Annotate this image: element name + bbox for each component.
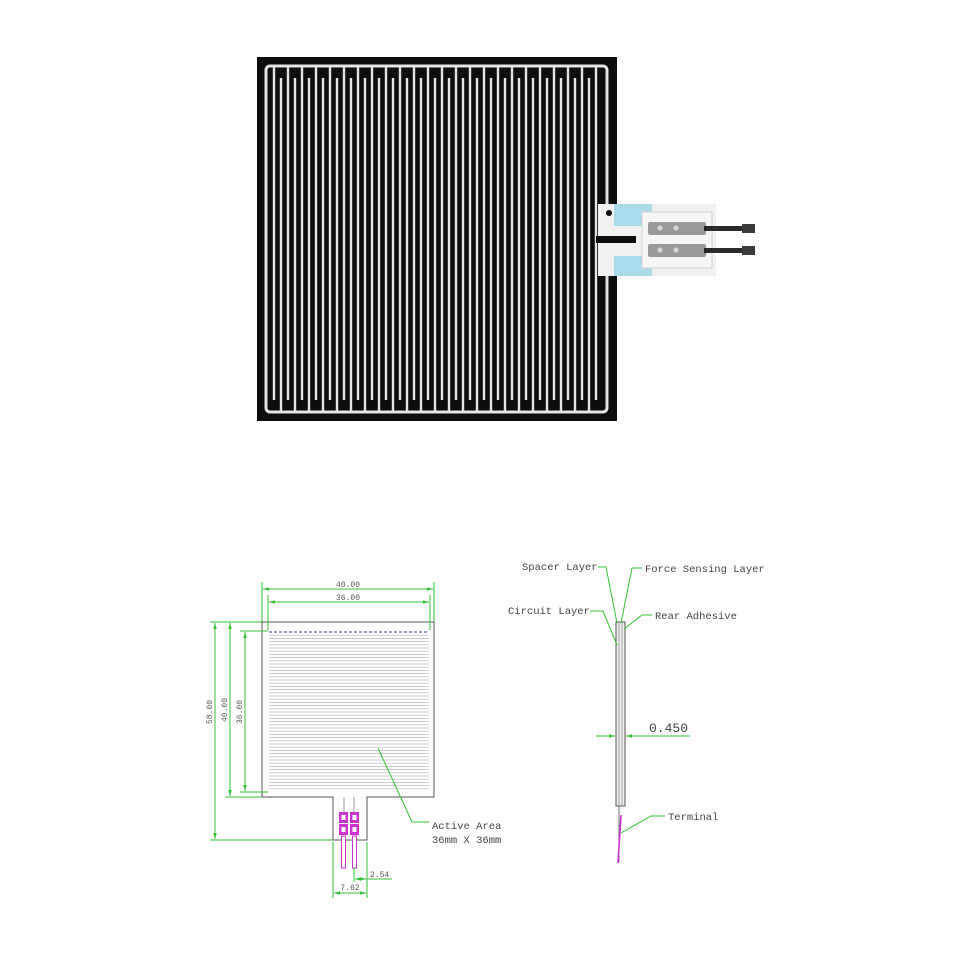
drawing-connectors [339, 812, 359, 869]
active-area-size: 36mm X 36mm [432, 835, 501, 847]
active-area-leader [377, 747, 429, 823]
dimension-height-outer: 40.00 [221, 623, 262, 798]
terminal-leader [620, 815, 665, 834]
dim-width-outer-label: 40.00 [336, 581, 360, 590]
layer-stack [615, 621, 626, 807]
dim-height-active-label: 36.00 [236, 700, 245, 724]
connector-housing [641, 211, 713, 269]
dim-height-total-label: 58.00 [206, 700, 215, 724]
rear-adhesive-label: Rear Adhesive [655, 611, 737, 623]
lead-tip-bottom [742, 246, 755, 255]
rear-adhesive-leader [623, 614, 652, 630]
dim-tail-width-label: 7.62 [340, 884, 359, 893]
dimension-tail-width: 7.62 [332, 842, 368, 898]
terminal-label: Terminal [668, 812, 718, 824]
force-layer-leader [620, 567, 642, 624]
lead-pin-bottom [704, 248, 754, 253]
dimension-width-outer: 40.00 [261, 581, 435, 622]
drawing-pin [352, 835, 357, 869]
sensor-body [257, 57, 617, 421]
connector-window [352, 827, 357, 832]
dimension-thickness: 0.450 [596, 721, 690, 738]
dim-pin-pitch-label: 2.54 [370, 871, 389, 880]
tail-hole [606, 210, 612, 216]
lead-tip-top [742, 224, 755, 233]
active-area-label: Active Area [432, 821, 501, 833]
thickness-label: 0.450 [649, 721, 688, 736]
circuit-layer-leader [590, 610, 618, 646]
crimp-dot [673, 225, 679, 231]
sensor-outline [261, 621, 435, 841]
spacer-layer-label: Spacer Layer [522, 562, 598, 574]
top-view-drawing: 40.00 36.00 58.00 40.00 36.00 [206, 581, 501, 898]
dim-width-active-label: 36.00 [336, 594, 360, 603]
force-layer-label: Force Sensing Layer [645, 564, 765, 576]
sensor-photo [257, 57, 755, 421]
circuit-layer-label: Circuit Layer [508, 606, 590, 618]
dimension-pin-pitch: 2.54 [353, 868, 392, 882]
spacer-layer-leader [598, 566, 618, 624]
active-area-hatch [269, 631, 429, 790]
side-view-drawing: Spacer Layer Force Sensing Layer Circuit… [508, 562, 765, 864]
tail-trace-gap [596, 236, 636, 243]
terminal-pin [617, 814, 622, 864]
connector-window [341, 815, 346, 820]
dimension-width-active: 36.00 [267, 594, 431, 630]
sensor-tail [596, 204, 755, 276]
connector-window [341, 827, 346, 832]
interdigitated-fingers [272, 66, 598, 412]
dimension-height-active: 36.00 [236, 630, 268, 793]
dimension-height-total: 58.00 [206, 621, 333, 841]
drawing-pin [341, 835, 346, 869]
crimp-dot [657, 247, 663, 253]
crimp-dot [657, 225, 663, 231]
dim-height-outer-label: 40.00 [221, 698, 230, 722]
crimp-dot [673, 247, 679, 253]
lead-pin-top [704, 226, 754, 231]
connector-window [352, 815, 357, 820]
